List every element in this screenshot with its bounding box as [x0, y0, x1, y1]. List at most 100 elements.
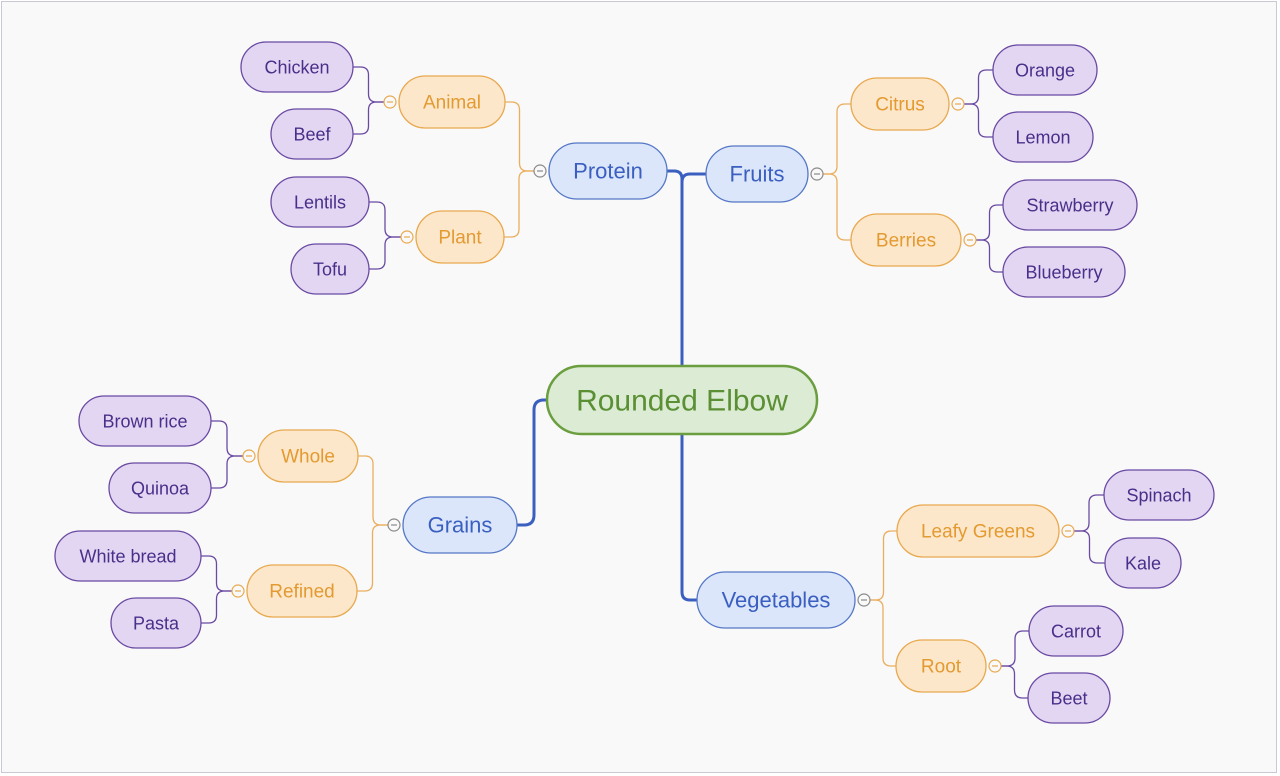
node-brown-rice[interactable]: Brown rice	[78, 395, 212, 447]
node-lemon-shape	[992, 111, 1094, 163]
collapse-protein-icon[interactable]	[533, 164, 547, 178]
node-whole-shape	[257, 429, 359, 483]
node-blueberry[interactable]: Blueberry	[1002, 246, 1126, 298]
collapse-animal-icon[interactable]	[383, 95, 397, 109]
node-quinoa[interactable]: Quinoa	[108, 462, 212, 514]
node-grains-label: Grains	[428, 513, 493, 538]
node-kale-shape	[1104, 537, 1182, 589]
node-leafy-greens[interactable]: Leafy Greens	[896, 504, 1060, 558]
edge-protein-plant	[503, 170, 535, 238]
node-root-shape	[895, 639, 987, 693]
node-protein[interactable]: Protein	[548, 142, 668, 200]
node-fruits[interactable]: Fruits	[705, 145, 809, 203]
node-lentils[interactable]: Lentils	[270, 176, 370, 228]
node-fruits-shape	[705, 145, 809, 203]
edge-vegetables-root	[869, 599, 897, 667]
collapse-refined-icon[interactable]	[231, 584, 245, 598]
edge-fruits-berries	[822, 173, 852, 241]
node-root[interactable]: Root	[895, 639, 987, 693]
node-kale[interactable]: Kale	[1104, 537, 1182, 589]
node-strawberry-shape	[1002, 179, 1138, 231]
node-beet[interactable]: Beet	[1027, 672, 1111, 724]
node-animal-shape	[398, 75, 506, 129]
node-refined-label: Refined	[269, 582, 335, 603]
node-berries[interactable]: Berries	[850, 213, 962, 267]
node-chicken-shape	[240, 41, 354, 93]
edges-layer	[200, 66, 1106, 699]
node-whole[interactable]: Whole	[257, 429, 359, 483]
node-brown-rice-label: Brown rice	[102, 411, 187, 431]
node-grains-shape	[402, 496, 518, 554]
edge-animal-chicken	[352, 66, 385, 103]
node-tofu-shape	[290, 243, 370, 295]
collapse-plant-icon[interactable]	[400, 230, 414, 244]
node-chicken[interactable]: Chicken	[240, 41, 354, 93]
node-brown-rice-shape	[78, 395, 212, 447]
node-tofu-label: Tofu	[313, 259, 347, 279]
edge-refined-white-bread	[200, 555, 233, 592]
node-plant[interactable]: Plant	[415, 210, 505, 264]
nodes-layer: Rounded Elbow Protein Animal ChickenBeefPla…	[54, 41, 1215, 724]
node-plant-shape	[415, 210, 505, 264]
node-grains[interactable]: Grains	[402, 496, 518, 554]
node-animal-label: Animal	[423, 93, 481, 114]
collapse-leafy-greens-icon[interactable]	[1061, 524, 1075, 538]
node-beef-label: Beef	[293, 124, 331, 144]
edge-berries-strawberry	[975, 204, 1004, 241]
node-fruits-label: Fruits	[730, 162, 785, 187]
edge-citrus-lemon	[963, 103, 994, 138]
collapse-citrus-icon[interactable]	[951, 97, 965, 111]
node-carrot-shape	[1028, 605, 1124, 657]
node-quinoa-shape	[108, 462, 212, 514]
node-orange[interactable]: Orange	[992, 44, 1098, 96]
toggles-layer	[231, 95, 1075, 673]
node-citrus[interactable]: Citrus	[850, 77, 950, 131]
node-lemon[interactable]: Lemon	[992, 111, 1094, 163]
node-lentils-shape	[270, 176, 370, 228]
collapse-whole-icon[interactable]	[242, 449, 256, 463]
node-leafy-greens-label: Leafy Greens	[921, 522, 1035, 543]
node-spinach-shape	[1103, 469, 1215, 521]
collapse-fruits-icon[interactable]	[810, 167, 824, 181]
edge-plant-lentils	[368, 201, 402, 238]
node-spinach[interactable]: Spinach	[1103, 469, 1215, 521]
node-rounded-elbow[interactable]: Rounded Elbow	[545, 364, 819, 436]
edge-citrus-orange	[963, 69, 994, 105]
node-vegetables-shape	[696, 571, 856, 629]
edge-grains-refined	[356, 524, 389, 592]
edge-protein-animal	[504, 101, 535, 172]
node-berries-shape	[850, 213, 962, 267]
node-kale-label: Kale	[1125, 553, 1161, 573]
node-pasta[interactable]: Pasta	[110, 597, 202, 649]
edge-whole-brown-rice	[210, 420, 244, 457]
edge-vegetables-leafy-greens	[869, 530, 898, 601]
node-protein-label: Protein	[573, 159, 643, 184]
node-carrot-label: Carrot	[1051, 621, 1101, 641]
node-citrus-shape	[850, 77, 950, 131]
node-beef[interactable]: Beef	[270, 108, 354, 160]
node-vegetables[interactable]: Vegetables	[696, 571, 856, 629]
edge-animal-beef	[352, 101, 385, 135]
node-beet-shape	[1027, 672, 1111, 724]
node-white-bread[interactable]: White bread	[54, 530, 202, 582]
node-lentils-label: Lentils	[294, 192, 346, 212]
node-white-bread-shape	[54, 530, 202, 582]
edge-root-carrot	[1000, 630, 1030, 667]
collapse-vegetables-icon[interactable]	[857, 593, 871, 607]
node-chicken-label: Chicken	[264, 57, 329, 77]
edge-root-fruits	[680, 172, 706, 366]
edge-fruits-citrus	[822, 103, 852, 175]
edge-grains-whole	[357, 455, 389, 526]
node-refined[interactable]: Refined	[246, 564, 358, 618]
node-rounded-elbow-label: Rounded Elbow	[576, 385, 788, 418]
edge-berries-blueberry	[975, 239, 1004, 273]
node-citrus-label: Citrus	[875, 95, 925, 116]
node-animal[interactable]: Animal	[398, 75, 506, 129]
node-strawberry[interactable]: Strawberry	[1002, 179, 1138, 231]
node-tofu[interactable]: Tofu	[290, 243, 370, 295]
collapse-grains-icon[interactable]	[387, 518, 401, 532]
node-carrot[interactable]: Carrot	[1028, 605, 1124, 657]
collapse-berries-icon[interactable]	[963, 233, 977, 247]
collapse-root-icon[interactable]	[988, 659, 1002, 673]
